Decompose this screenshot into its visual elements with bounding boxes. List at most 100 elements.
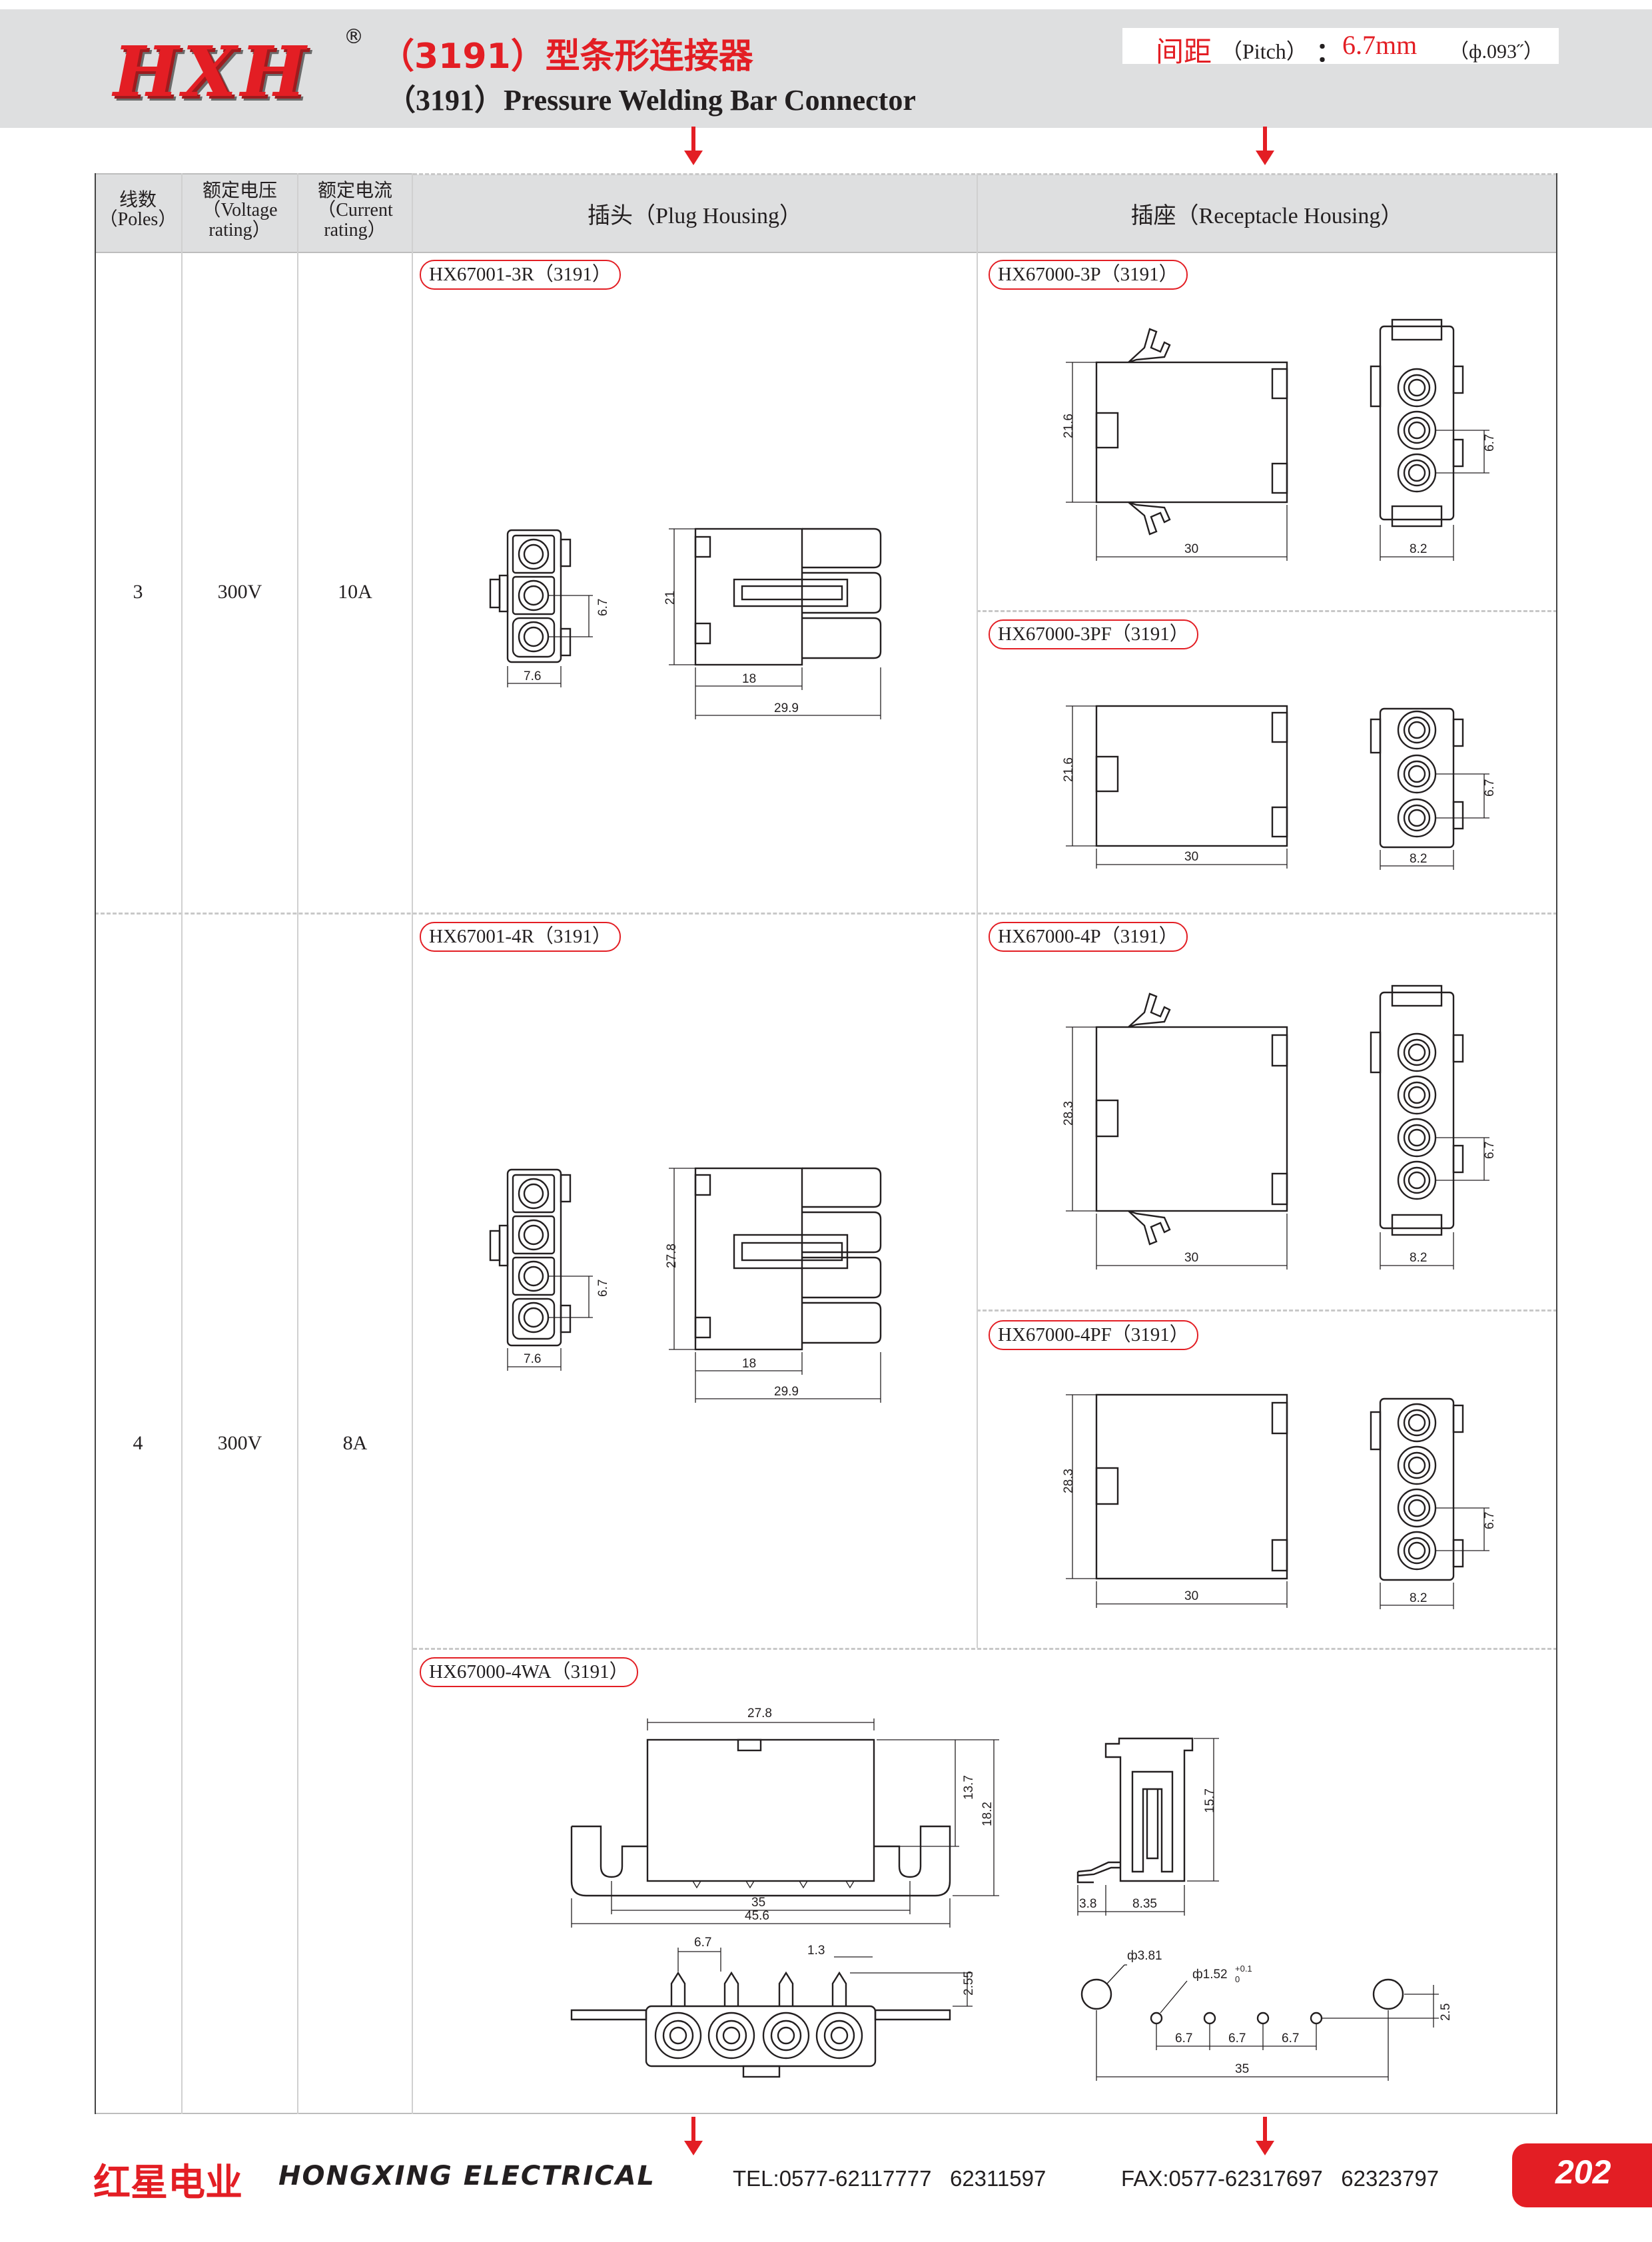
dim-3p-8-2: 8.2 [1410,542,1427,556]
page-number: 202 [1555,2153,1611,2191]
arrow-down-icon [1256,2117,1274,2155]
dim-4r-height: 27.8 [665,1244,679,1268]
drawing-4r-front: 6.7 7.6 [489,1168,610,1371]
footer-company-cn: 红星电业 [93,2161,242,2205]
sub-divider [977,610,1557,612]
drawing-4wa-front: 27.8 13.7 18.2 35 45.6 [570,1706,999,1928]
pitch-value: 6.7mm [1342,30,1418,60]
cell-voltage-3: 300V [217,581,262,603]
header-current-cn: 额定电流 [317,181,392,201]
pitch-label-cn: 间距 [1156,35,1212,68]
col-divider [297,173,298,2114]
part-number-3p: HX67000-3P（3191） [989,260,1188,290]
drawing-4p-front: 6.7 8.2 [1370,984,1497,1270]
dim-3p-30: 30 [1184,542,1198,556]
sub-divider [977,1309,1557,1311]
part-number-4r: HX67001-4R（3191） [420,922,621,952]
part-number-3pf: HX67000-3PF（3191） [989,619,1198,649]
pitch-label-en: （Pitch） [1221,39,1308,63]
dim-4wa-hole-small: ф1.52 [1192,1968,1228,1982]
dim-4r-18: 18 [742,1357,756,1371]
table-right-border [1556,173,1557,2114]
dim-3pf-8-2: 8.2 [1410,852,1427,866]
table-top-border [413,173,1557,175]
table-top-border-left [95,173,413,175]
part-number-4wa: HX67000-4WA（3191） [420,1657,638,1687]
dim-3r-18: 18 [742,672,756,686]
drawing-3pf-side: 21.6 30 [1062,705,1288,869]
header-plug: 插头（Plug Housing） [587,204,803,228]
dim-4wa-45-6: 45.6 [745,1909,769,1923]
cell-poles-3: 3 [133,581,143,603]
dim-3r-height: 21 [663,591,677,605]
dim-3pf-30: 30 [1184,850,1198,864]
drawing-4wa-bottom: 6.7 1.3 2.55 [570,1936,976,2078]
drawing-4pf-side: 28.3 30 [1062,1393,1288,1608]
drawing-3pf-front: 6.7 8.2 [1370,707,1497,870]
table-left-border [95,173,96,2114]
dim-4wa-2-55: 2.55 [962,1971,976,1996]
dim-3r-29-9: 29.9 [774,701,799,715]
drawing-4p-side: 28.3 30 [1062,992,1288,1270]
dim-4pf-8-2: 8.2 [1410,1591,1427,1605]
header-voltage-en2: rating） [208,219,271,240]
dim-3pf-pitch: 6.7 [1483,779,1497,797]
footer-company-en: HONGXING ELECTRICAL [278,2161,656,2191]
table-header-bottom [95,252,1557,253]
header-receptacle: 插座（Receptacle Housing） [1130,204,1404,228]
dim-4wa-tol-dn: 0 [1235,1974,1240,1984]
dim-3p-pitch: 6.7 [1483,434,1497,452]
page-number-tab [1512,2143,1652,2207]
header-current-en1: （Current [317,200,393,221]
cell-current-3: 10A [338,581,372,603]
drawing-4r-side: 27.8 18 29.9 [665,1167,882,1403]
table-bottom-border [95,2113,1557,2114]
cell-voltage-4: 300V [217,1432,262,1454]
col-divider [181,173,183,2114]
drawing-4wa-pcb: ф3.81 ф1.52 +0.1 0 6.7 6.7 6.7 35 2.5 [1080,1949,1453,2081]
dim-4wa-hole-big: ф3.81 [1127,1949,1162,1963]
table-header-bg [95,175,1557,252]
drawing-4wa-profile: 15.7 3.8 8.35 [1076,1737,1219,1916]
dim-4r-width: 7.6 [524,1352,541,1366]
dim-3r-width: 7.6 [524,669,541,683]
dim-4wa-27-8: 27.8 [747,1706,772,1720]
dim-4pf-height: 28.3 [1062,1469,1076,1493]
header-voltage: 额定电压 （Voltage rating） [183,181,297,240]
dim-4wa-total: 35 [1235,2062,1249,2076]
header-voltage-cn: 额定电压 [202,181,277,201]
drawing-3p-side: 21.6 30 [1062,328,1288,561]
dim-4wa-1-3: 1.3 [807,1944,825,1958]
part-number-3r: HX67001-3R（3191） [420,260,621,290]
col-divider [977,173,978,1648]
dim-4wa-8-35: 8.35 [1132,1897,1157,1911]
header-current: 额定电流 （Current rating） [298,181,412,240]
dim-4wa-pitch: 6.7 [694,1936,711,1950]
arrow-down-icon [1256,127,1274,165]
part-number-4pf: HX67000-4PF（3191） [989,1320,1198,1350]
arrow-down-icon [684,2117,703,2155]
dim-4p-height: 28.3 [1062,1101,1076,1126]
row-divider [95,913,1557,915]
dim-4wa-15-7: 15.7 [1203,1788,1217,1813]
dim-3pf-height: 21.6 [1062,757,1076,782]
part-number-4p: HX67000-4P（3191） [989,922,1188,952]
dim-4pf-pitch: 6.7 [1483,1512,1497,1529]
drawing-3r-side: 21 18 29.9 [663,528,882,719]
header-poles-en: （Poles） [99,209,177,230]
sub-divider [413,1648,1557,1650]
dim-4wa-3-8: 3.8 [1079,1897,1096,1911]
header-poles: 线数 （Poles） [95,190,181,230]
arrow-down-icon [684,127,703,165]
dim-4wa-p2: 6.7 [1228,2032,1246,2046]
cell-poles-4: 4 [133,1432,143,1454]
drawing-4pf-front: 6.7 8.2 [1370,1397,1497,1609]
dim-4wa-p3: 6.7 [1282,2032,1299,2046]
header-poles-cn: 线数 [119,190,157,210]
dim-4wa-13-7: 13.7 [962,1775,976,1800]
cell-current-4: 8A [342,1432,368,1454]
drawing-3p-front: 6.7 8.2 [1370,318,1497,561]
dim-4wa-35: 35 [751,1896,765,1910]
registered-mark: ® [344,25,364,49]
dim-4p-pitch: 6.7 [1483,1142,1497,1159]
